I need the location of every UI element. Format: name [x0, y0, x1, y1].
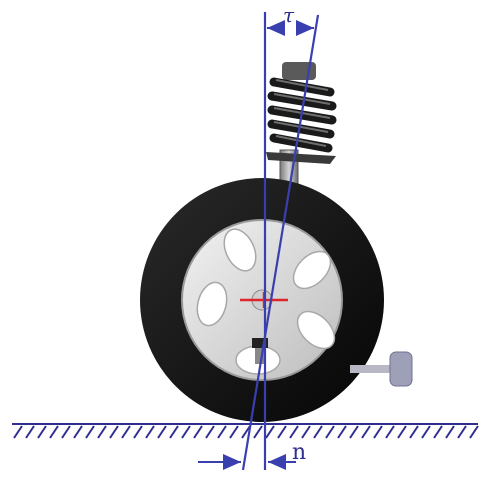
ground-hatch-stroke	[433, 425, 443, 439]
ground-hatch-stroke	[289, 425, 299, 439]
lower-joint	[252, 338, 268, 364]
ground-hatch-stroke	[85, 425, 95, 439]
ground-hatch-stroke	[205, 425, 215, 439]
ground-hatch-stroke	[385, 425, 395, 439]
ground-hatching	[13, 425, 479, 439]
rim-spoke-holes	[196, 228, 336, 375]
steering-axis-line	[241, 14, 320, 471]
spring-seat	[266, 152, 336, 164]
ground-hatch-stroke	[313, 425, 323, 439]
ground-hatch-stroke	[409, 425, 419, 439]
ground-hatch-stroke	[121, 425, 131, 439]
ground-hatch-stroke	[469, 425, 479, 439]
ground-hatch-stroke	[241, 425, 251, 439]
ground-hatch-stroke	[277, 425, 287, 439]
ground-hatch-stroke	[373, 425, 383, 439]
ground-hatch-stroke	[37, 425, 47, 439]
ground-hatch-stroke	[217, 425, 227, 439]
ground-hatch-stroke	[349, 425, 359, 439]
ground-hatch-stroke	[61, 425, 71, 439]
ground	[12, 423, 479, 439]
ground-hatch-stroke	[397, 425, 407, 439]
ground-hatch-stroke	[301, 425, 311, 439]
ground-hatch-stroke	[25, 425, 35, 439]
ground-hatch-stroke	[73, 425, 83, 439]
ground-hatch-stroke	[253, 425, 263, 439]
caster-angle-label: τ	[283, 3, 295, 27]
tie-rod-end	[350, 351, 413, 387]
ground-hatch-stroke	[421, 425, 431, 439]
ground-hatch-stroke	[361, 425, 371, 439]
ground-hatch-stroke	[325, 425, 335, 439]
ground-hatch-stroke	[457, 425, 467, 439]
ground-hatch-stroke	[337, 425, 347, 439]
ground-hatch-stroke	[265, 425, 275, 439]
ground-hatch-stroke	[109, 425, 119, 439]
ground-hatch-stroke	[133, 425, 143, 439]
tie-rod-knob	[389, 351, 413, 387]
ground-hatch-stroke	[193, 425, 203, 439]
caster-trail-label: n	[292, 440, 306, 465]
ground-hatch-stroke	[97, 425, 107, 439]
ground-hatch-stroke	[157, 425, 167, 439]
ground-hatch-stroke	[445, 425, 455, 439]
ground-hatch-stroke	[49, 425, 59, 439]
ground-hatch-stroke	[181, 425, 191, 439]
ground-hatch-stroke	[13, 425, 23, 439]
ground-hatch-stroke	[169, 425, 179, 439]
ground-hatch-stroke	[229, 425, 239, 439]
ground-hatch-stroke	[145, 425, 155, 439]
